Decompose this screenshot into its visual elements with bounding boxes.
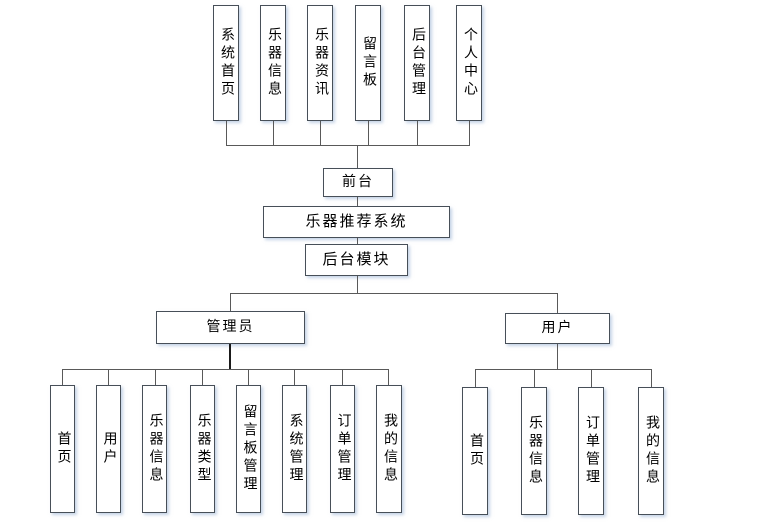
connector-line <box>557 344 558 369</box>
node-personal-center: 个人中心 <box>456 5 482 121</box>
connector-line <box>357 145 358 168</box>
node-backend-module-label: 后台模块 <box>322 251 391 268</box>
node-instrument-info-top: 乐器信息 <box>260 5 286 121</box>
connector-line <box>226 121 227 145</box>
node-admin-my-info-label: 我的信息 <box>382 413 397 485</box>
connector-line <box>651 369 652 387</box>
node-backend-module: 后台模块 <box>305 244 408 276</box>
connector-line <box>294 369 295 385</box>
node-admin-instrument-info-label: 乐器信息 <box>147 413 163 485</box>
connector-line <box>557 293 558 313</box>
node-admin-users-label: 用户 <box>101 431 117 467</box>
node-admin-order-mgmt-label: 订单管理 <box>335 413 351 485</box>
connector-line <box>273 121 274 145</box>
connector-line <box>230 293 231 311</box>
node-instrument-info-top-label: 乐器信息 <box>266 27 281 99</box>
connector-line <box>388 369 389 385</box>
connector-line <box>62 369 63 385</box>
node-admin-system-mgmt-label: 系统管理 <box>287 413 303 485</box>
connector-line <box>202 369 203 385</box>
node-front-stage: 前台 <box>323 168 393 197</box>
connector-line <box>229 344 231 369</box>
node-user-label: 用户 <box>541 320 574 336</box>
connector-line <box>357 238 358 244</box>
node-user-home: 首页 <box>462 387 488 515</box>
node-message-board: 留言板 <box>355 5 381 121</box>
node-front-stage-label: 前台 <box>342 174 374 190</box>
node-admin-home: 首页 <box>50 385 75 513</box>
connector-line <box>226 145 470 146</box>
node-user: 用户 <box>505 313 610 344</box>
connector-line <box>62 369 389 370</box>
node-backend-management: 后台管理 <box>404 5 430 121</box>
connector-line <box>248 369 249 385</box>
connector-line <box>342 369 343 385</box>
connector-line <box>417 121 418 145</box>
connector-line <box>591 369 592 387</box>
node-user-order-mgmt: 订单管理 <box>578 387 604 515</box>
node-instrument-news: 乐器资讯 <box>307 5 333 121</box>
node-user-instrument-info-label: 乐器信息 <box>527 415 542 487</box>
connector-line <box>230 293 558 294</box>
node-message-board-label: 留言板 <box>361 36 376 90</box>
node-admin-instrument-info: 乐器信息 <box>142 385 167 513</box>
connector-line <box>155 369 156 385</box>
node-user-order-mgmt-label: 订单管理 <box>584 415 599 487</box>
node-admin-users: 用户 <box>96 385 121 513</box>
node-admin-instrument-type: 乐器类型 <box>190 385 215 513</box>
connector-line <box>320 121 321 145</box>
node-system-home-label: 系统首页 <box>219 27 234 99</box>
node-admin-message-board-mgmt: 留言板管理 <box>236 385 261 513</box>
node-admin-instrument-type-label: 乐器类型 <box>195 413 211 485</box>
node-admin-order-mgmt: 订单管理 <box>330 385 355 513</box>
node-user-instrument-info: 乐器信息 <box>521 387 547 515</box>
node-system-title: 乐器推荐系统 <box>263 206 450 238</box>
connector-line <box>475 369 476 387</box>
node-user-my-info-label: 我的信息 <box>644 415 659 487</box>
node-admin-message-board-mgmt-label: 留言板管理 <box>241 404 257 494</box>
node-user-home-label: 首页 <box>468 433 483 469</box>
connector-line <box>108 369 109 385</box>
connector-line <box>368 121 369 145</box>
connector-line <box>475 369 652 370</box>
node-backend-management-label: 后台管理 <box>410 27 425 99</box>
connector-line <box>469 121 470 145</box>
node-user-my-info: 我的信息 <box>638 387 664 515</box>
node-system-title-label: 乐器推荐系统 <box>305 213 408 230</box>
node-admin-system-mgmt: 系统管理 <box>282 385 307 513</box>
node-admin-home-label: 首页 <box>55 431 71 467</box>
node-personal-center-label: 个人中心 <box>462 27 477 99</box>
connector-line <box>357 276 358 293</box>
node-admin: 管理员 <box>156 311 305 344</box>
node-admin-my-info: 我的信息 <box>376 385 402 513</box>
connector-line <box>534 369 535 387</box>
node-admin-label: 管理员 <box>206 319 255 335</box>
node-instrument-news-label: 乐器资讯 <box>313 27 328 99</box>
node-system-home: 系统首页 <box>213 5 239 121</box>
connector-line <box>357 197 358 206</box>
